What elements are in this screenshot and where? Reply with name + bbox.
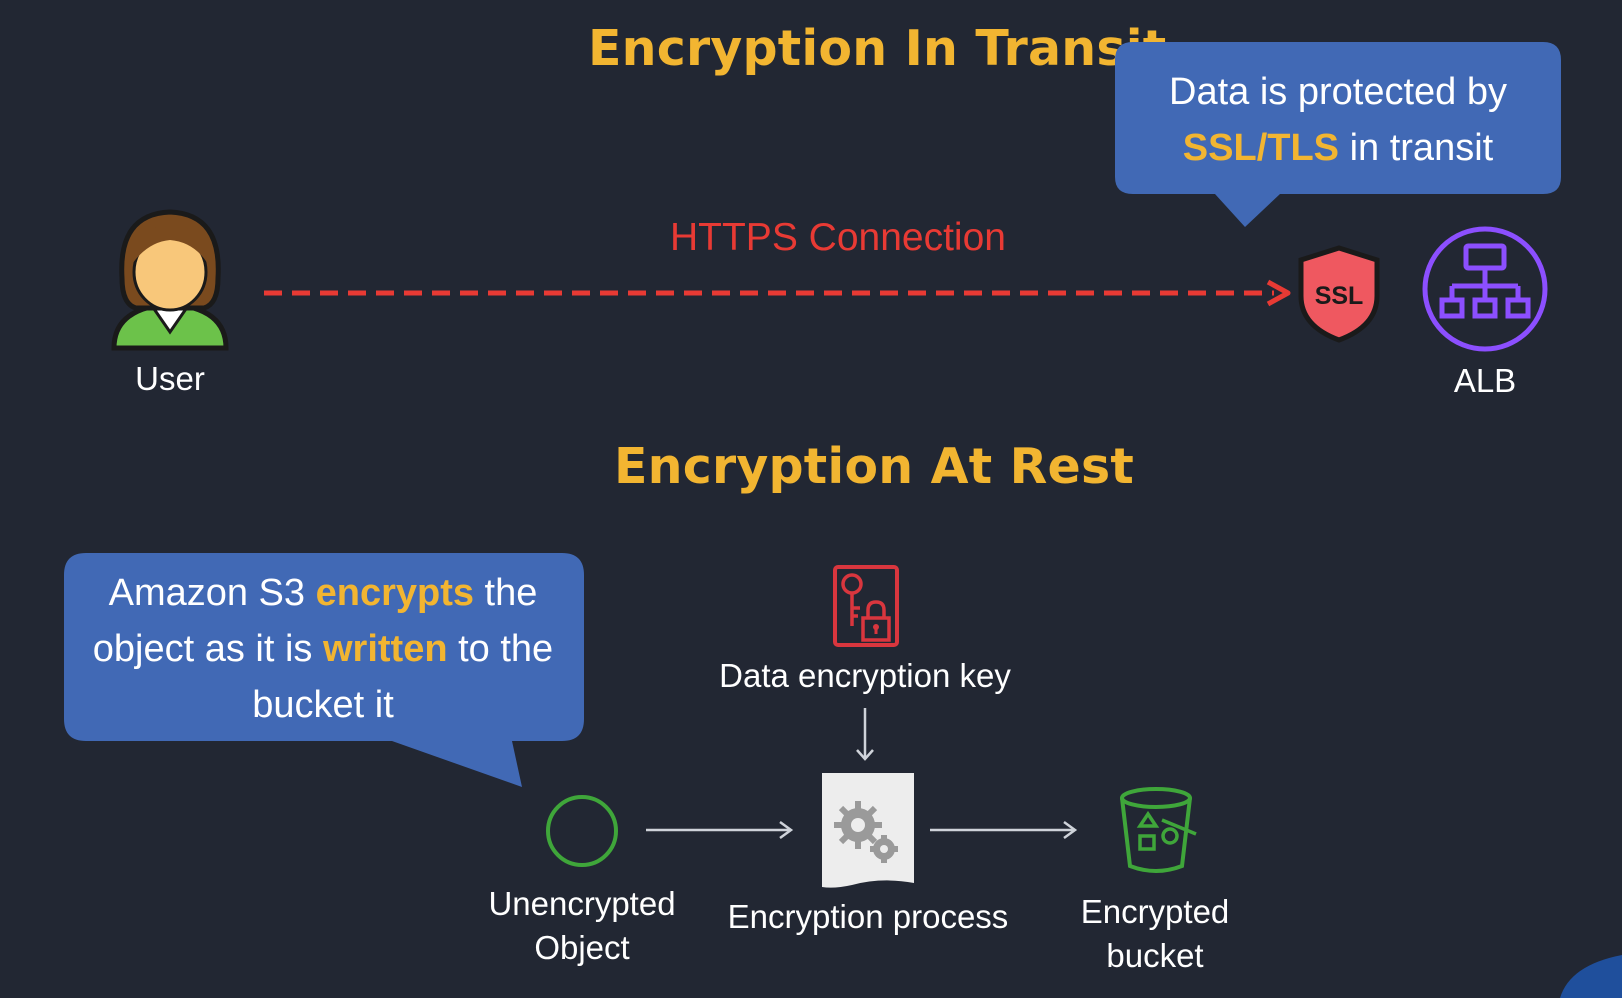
transit-bubble-line2-rest: in transit xyxy=(1339,127,1494,169)
rest-bubble-text: Amazon S3 encrypts the object as it is w… xyxy=(64,565,582,733)
encrypted-bucket-label: Encrypted bucket xyxy=(1060,890,1250,978)
unencrypted-object-label-line1: Unencrypted xyxy=(488,885,676,922)
rest-title: Encryption At Rest xyxy=(614,438,1134,495)
unencrypted-object-label: Unencrypted Object xyxy=(462,882,702,970)
transit-bubble-text: Data is protected by SSL/TLS in transit xyxy=(1115,64,1561,176)
key-to-process-arrow xyxy=(856,708,874,761)
transit-bubble-line1: Data is protected by xyxy=(1169,71,1507,113)
transit-bubble xyxy=(1115,42,1561,227)
user-label: User xyxy=(135,360,205,397)
ssl-text: SSL xyxy=(1315,282,1364,310)
encrypts-highlight: encrypts xyxy=(315,572,474,614)
alb-label: ALB xyxy=(1453,362,1517,399)
alb-icon xyxy=(1422,226,1548,352)
encryption-process-label: Encryption process xyxy=(727,898,1009,935)
transit-title: Encryption In Transit xyxy=(588,20,1167,77)
rest-bubble-part2: the object as it is xyxy=(92,572,538,670)
process-to-bucket-arrow xyxy=(930,820,1078,840)
object-to-process-arrow xyxy=(646,820,794,840)
key-label: Data encryption key xyxy=(719,657,1011,694)
encrypted-bucket-icon xyxy=(1120,787,1197,873)
unencrypted-object-label-line2: Object xyxy=(534,929,630,966)
encrypted-bucket-label-line1: Encrypted xyxy=(1080,893,1230,930)
rest-bubble-part1: Amazon S3 xyxy=(108,572,316,614)
ssl-shield-icon: SSL xyxy=(1298,245,1380,343)
ssl-tls-highlight: SSL/TLS xyxy=(1182,127,1340,169)
https-connection-label: HTTPS Connection xyxy=(670,216,1006,259)
user-icon xyxy=(111,209,229,351)
rest-bubble-part3: to the bucket it xyxy=(252,628,554,726)
https-arrow xyxy=(264,279,1291,307)
encrypted-bucket-label-line2: bucket xyxy=(1106,937,1204,974)
unencrypted-object-icon xyxy=(546,795,618,867)
rest-bubble xyxy=(64,553,584,787)
encryption-process-icon xyxy=(822,773,914,888)
transit-bubble-line2: SSL/TLS in transit xyxy=(1115,120,1561,176)
corner-decoration xyxy=(1560,955,1622,998)
written-highlight: written xyxy=(323,628,448,670)
key-icon xyxy=(833,565,899,647)
